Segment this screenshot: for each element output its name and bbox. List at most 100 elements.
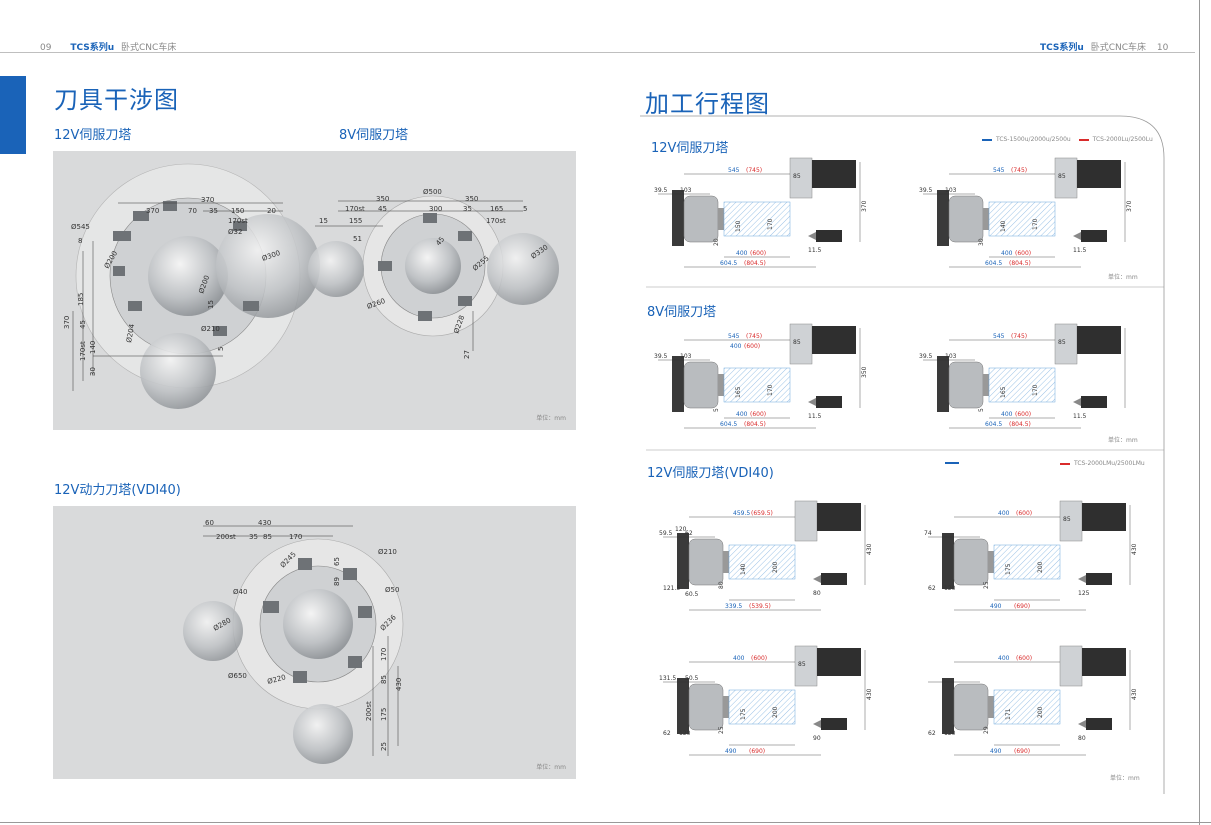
legend-blue-swatch-2 bbox=[945, 462, 959, 464]
dim-top-long: (745) bbox=[746, 167, 762, 174]
dim-left-2: 103 bbox=[680, 187, 692, 194]
dim-85: 85 bbox=[798, 661, 806, 668]
dim-left-2: 103 bbox=[945, 187, 957, 194]
svg-text:170st: 170st bbox=[345, 205, 365, 213]
series-subtitle-right: 卧式CNC车床 bbox=[1090, 43, 1146, 53]
turret-motor bbox=[812, 160, 856, 188]
machining-stroke-zone bbox=[728, 544, 796, 580]
dim-bottom-standard: 400 bbox=[1001, 411, 1013, 418]
12v-turret-hub bbox=[148, 236, 228, 316]
vdi-chuck-left bbox=[183, 601, 243, 661]
spindle-body bbox=[677, 533, 689, 589]
svg-text:89: 89 bbox=[333, 577, 341, 586]
dim-mid-long: (600) bbox=[744, 343, 760, 350]
section-12v-power-turret: 12V动力刀塔(VDI40) bbox=[54, 483, 181, 498]
svg-text:Ø204: Ø204 bbox=[125, 323, 136, 344]
dim-bottom-long: (600) bbox=[750, 411, 766, 418]
unit-note-right-2: 单位：mm bbox=[1108, 437, 1138, 444]
unit-note-right-1: 单位：mm bbox=[1108, 274, 1138, 281]
bottom-rule bbox=[0, 822, 1211, 823]
chuck-jaw bbox=[723, 696, 729, 718]
dim-total-standard: 490 bbox=[990, 603, 1002, 610]
dim-85: 85 bbox=[793, 339, 801, 346]
chuck-jaw bbox=[983, 208, 989, 230]
chuck bbox=[948, 195, 984, 243]
svg-text:350: 350 bbox=[465, 195, 478, 203]
left-page-title: 刀具干涉图 bbox=[54, 86, 179, 114]
dim-85: 85 bbox=[793, 173, 801, 180]
dim-total-standard: 604.5 bbox=[985, 421, 1002, 428]
legend-standard: TCS-1500u/2000u/2500u TCS-2000Lu/2500Lu bbox=[982, 136, 1153, 143]
svg-text:85: 85 bbox=[263, 533, 272, 541]
chuck bbox=[953, 683, 989, 731]
dim-vertical-1: 140 bbox=[1000, 220, 1007, 232]
chuck-jaw bbox=[718, 208, 724, 230]
dim-vertical-2: 200 bbox=[772, 706, 779, 718]
legend-standard-label: TCS-1500u/2000u/2500u bbox=[996, 136, 1071, 143]
svg-text:140: 140 bbox=[89, 341, 97, 354]
svg-text:70: 70 bbox=[188, 207, 197, 215]
svg-text:200st: 200st bbox=[365, 701, 373, 721]
dim-total-long: (804.5) bbox=[744, 421, 766, 428]
dim-left-2: 103 bbox=[945, 353, 957, 360]
unit-note-panel-2: 单位：mm bbox=[536, 764, 566, 771]
svg-text:370: 370 bbox=[63, 316, 71, 329]
dimension-lines bbox=[658, 328, 861, 429]
dim-left-2: 62 bbox=[685, 530, 693, 537]
dim-vertical-2: 200 bbox=[1037, 561, 1044, 573]
dim-bottom-long: (600) bbox=[1015, 411, 1031, 418]
dim-total-long: (690) bbox=[749, 748, 765, 755]
dim-total-standard: 604.5 bbox=[720, 260, 737, 267]
svg-text:430: 430 bbox=[395, 678, 403, 691]
dim-vertical-2: 170 bbox=[767, 218, 774, 230]
dim-top-standard: 545 bbox=[993, 167, 1005, 174]
dim-85: 85 bbox=[1058, 339, 1066, 346]
dim-height: 430 bbox=[866, 688, 873, 700]
series-name-right: TCS系列u bbox=[1040, 43, 1084, 53]
dim-height: 350 bbox=[861, 366, 868, 378]
dim-vertical-1: 165 bbox=[735, 386, 742, 398]
turret-motor bbox=[817, 503, 861, 531]
dim-total-standard: 339.5 bbox=[725, 603, 742, 610]
chuck bbox=[688, 538, 724, 586]
dim-vertical-2: 170 bbox=[767, 384, 774, 396]
dim-left-2: 50.5 bbox=[685, 675, 699, 682]
dim-height: 430 bbox=[1131, 688, 1138, 700]
tailstock-center bbox=[1078, 575, 1086, 583]
svg-text:Ø40: Ø40 bbox=[233, 588, 247, 596]
dim-62: 62 bbox=[928, 585, 936, 592]
svg-text:65: 65 bbox=[333, 557, 341, 566]
chuck bbox=[953, 538, 989, 586]
spindle-body bbox=[672, 190, 684, 246]
tailstock-center bbox=[1073, 232, 1081, 240]
section-12v-servo-turret: 12V伺服刀塔 bbox=[54, 128, 132, 143]
unit-note-panel-1: 单位：mm bbox=[536, 415, 566, 422]
dim-vertical-3: 5 bbox=[713, 408, 720, 412]
svg-text:170: 170 bbox=[380, 648, 388, 661]
header-rule bbox=[0, 52, 1195, 53]
tailstock-center bbox=[808, 398, 816, 406]
dim-top-long: (745) bbox=[746, 333, 762, 340]
spindle-body bbox=[937, 356, 949, 412]
legend-long-label: TCS-2000Lu/2500Lu bbox=[1092, 136, 1153, 143]
dim-tail: 90 bbox=[813, 735, 821, 742]
chuck bbox=[948, 361, 984, 409]
dim-bottom-long: (600) bbox=[1015, 250, 1031, 257]
dim-121: 121.5 bbox=[663, 585, 680, 592]
tailstock bbox=[1086, 573, 1112, 585]
series-name-left: TCS系列u bbox=[70, 43, 115, 53]
dim-total-long: (690) bbox=[1014, 748, 1030, 755]
dim-vertical-2: 200 bbox=[1037, 706, 1044, 718]
dim-120: 120 bbox=[679, 730, 691, 737]
dim-total-long: (690) bbox=[1014, 603, 1030, 610]
dimension-lines bbox=[923, 328, 1126, 429]
tailstock-center bbox=[813, 575, 821, 583]
dim-l3: 120 bbox=[675, 526, 687, 533]
dim-bottom-standard: 400 bbox=[1001, 250, 1013, 257]
dim-120: 120 bbox=[944, 730, 956, 737]
